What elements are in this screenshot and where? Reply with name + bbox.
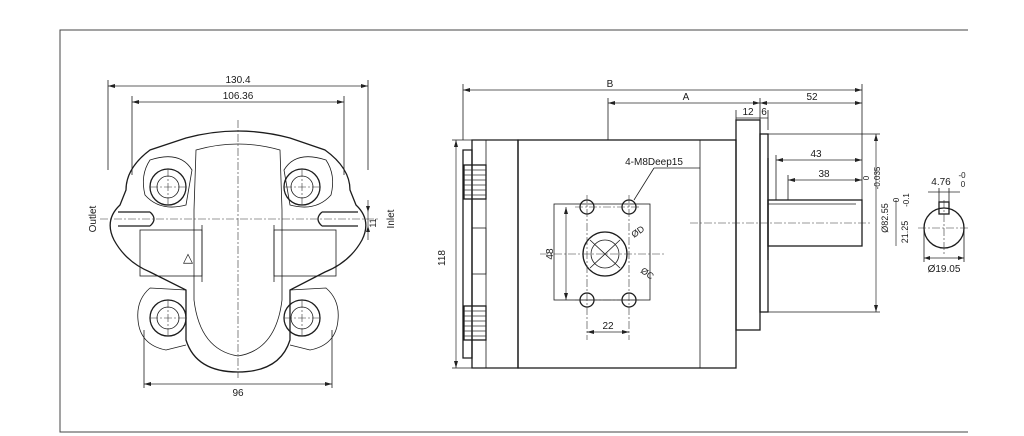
dim-overall-width: 130.4	[225, 75, 250, 86]
dim-bottom-width: 96	[232, 388, 244, 399]
dim-22: 22	[602, 321, 614, 332]
label-phiC: ØC	[639, 265, 656, 281]
dim-shaft-diameter: Ø19.05	[928, 264, 961, 275]
label-phiD: ØD	[629, 223, 646, 239]
dim-6: 6	[761, 107, 767, 118]
tol-key-upper: 0	[892, 197, 901, 202]
dim-B: B	[607, 79, 614, 90]
tol-pilot-upper: 0	[862, 175, 871, 180]
dim-inner-width: 106.36	[223, 91, 254, 102]
cover-bolt-bottom	[463, 305, 487, 341]
dim-48: 48	[545, 248, 556, 260]
bolt-hole-bottom-right	[283, 299, 321, 337]
drawing-frame	[59, 29, 968, 433]
bolt-hole-top-right	[283, 168, 321, 206]
dim-key-height: 21.25	[900, 221, 910, 244]
dim-12: 12	[742, 107, 754, 118]
dim-43: 43	[810, 149, 822, 160]
port-bolt-holes	[575, 195, 641, 340]
shaft-section-view: 4.76 -0 0 Ø19.05	[918, 171, 968, 275]
dim-pilot: Ø82.55	[880, 203, 890, 233]
bolt-hole-bottom-left	[149, 299, 187, 337]
tol-key-width-lower: 0	[961, 180, 966, 189]
bolt-callout: 4-M8Deep15	[625, 157, 683, 168]
port-face	[553, 203, 651, 301]
flange-outline	[109, 130, 367, 373]
dim-key-width: 4.76	[931, 177, 951, 188]
tol-pilot-lower: -0.035	[873, 166, 882, 189]
bolt-hole-top-left	[149, 168, 187, 206]
dim-A: A	[683, 92, 690, 103]
mounting-flange	[735, 119, 761, 331]
cover-bolt-top	[463, 164, 487, 200]
dim-52: 52	[806, 92, 818, 103]
inlet-label: Inlet	[386, 209, 397, 228]
outlet-label: Outlet	[88, 205, 99, 232]
rotation-symbol: △	[183, 250, 193, 265]
tol-key-width-upper: -0	[958, 171, 966, 180]
dim-38: 38	[818, 169, 830, 180]
front-view: 130.4 106.36	[88, 75, 397, 399]
dim-port-width: 11	[368, 218, 378, 227]
tol-key-lower: -0.1	[902, 193, 911, 207]
dim-height: 118	[437, 250, 448, 266]
side-view: B A 12 6 52	[437, 79, 911, 369]
